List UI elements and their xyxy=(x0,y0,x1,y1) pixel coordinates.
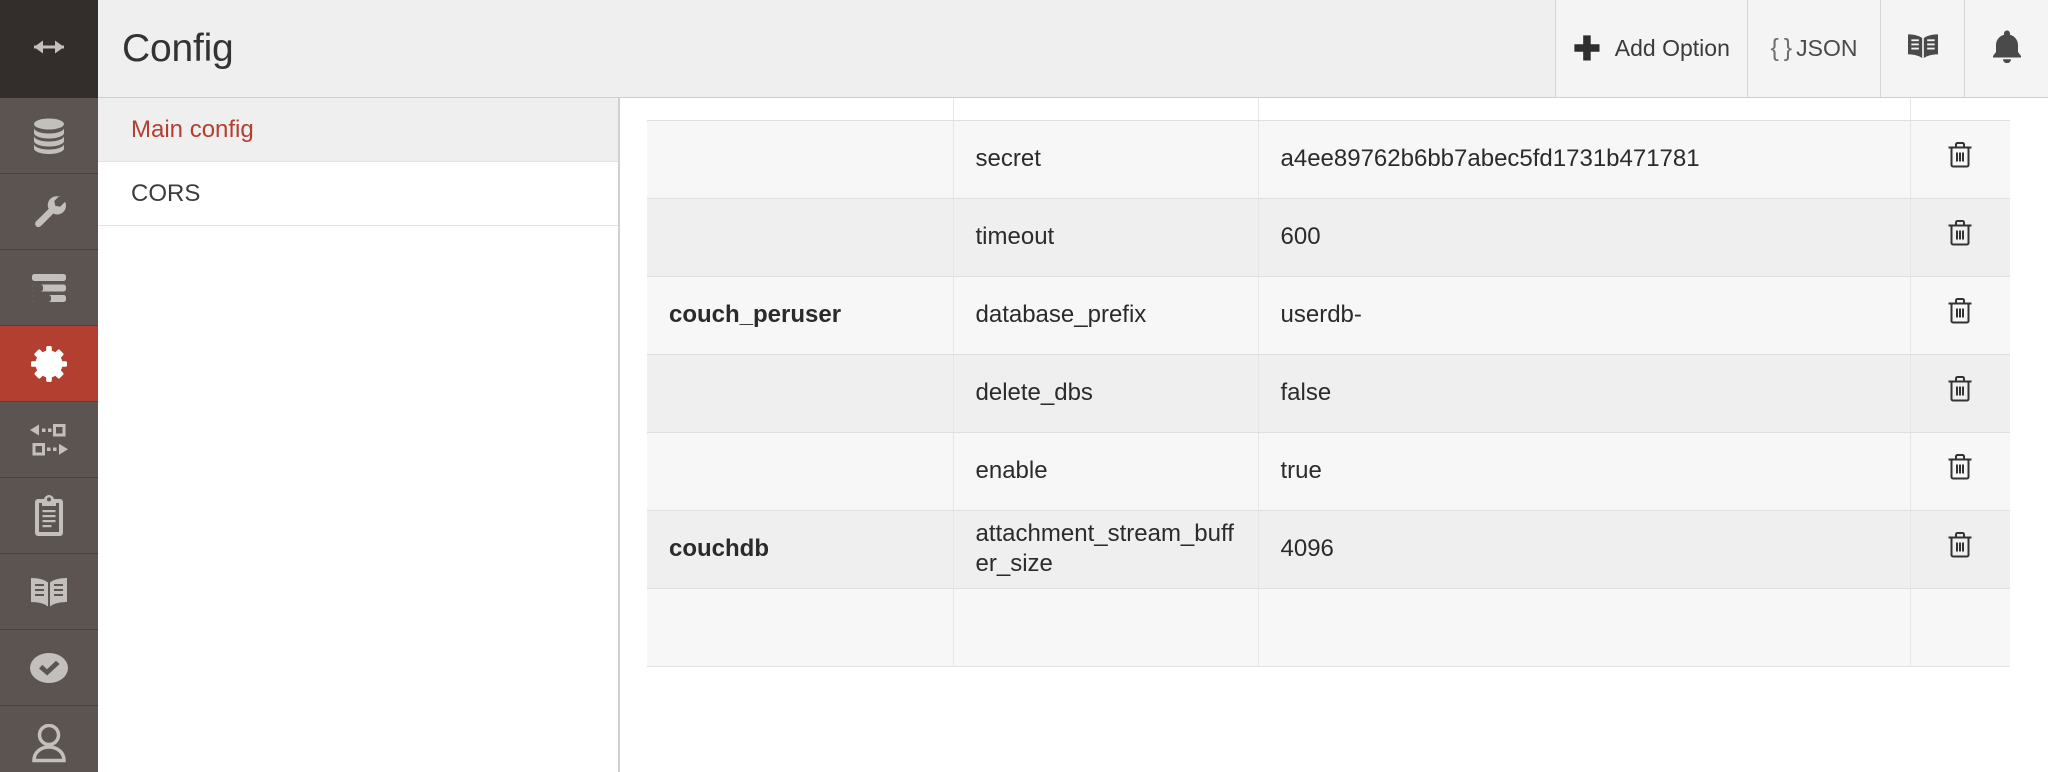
delete-cell xyxy=(1910,120,2010,199)
value-cell[interactable]: 4096 xyxy=(1258,510,1911,589)
value-cell[interactable]: userdb- xyxy=(1258,276,1911,355)
database-icon xyxy=(28,116,70,156)
expand-horizontal-icon xyxy=(25,35,73,64)
section-cell: couchdb xyxy=(647,510,954,589)
config-table: secret a4ee89762b6bb7abec5fd1731b471781 xyxy=(647,98,2010,667)
page-body: Main config CORS xyxy=(98,98,2048,772)
table-row[interactable]: couch_peruser database_prefix userdb- xyxy=(647,276,2010,355)
bell-icon xyxy=(1991,29,2023,68)
trash-icon[interactable] xyxy=(1946,530,1974,560)
json-view-button[interactable]: { } JSON xyxy=(1747,0,1880,97)
key-cell: secret xyxy=(953,120,1259,199)
clipboard-icon xyxy=(32,494,66,537)
nav-item-label: Main config xyxy=(131,115,254,143)
page-header: Config ✚ Add Option { } JSON xyxy=(98,0,2048,98)
value-cell[interactable]: true xyxy=(1258,432,1911,511)
section-cell: couch_peruser xyxy=(647,276,954,355)
table-row-partial-top xyxy=(647,98,2010,121)
nav-item-main-config[interactable]: Main config xyxy=(98,98,618,162)
sidebar-item-tasks-clipboard[interactable] xyxy=(0,478,98,554)
config-table-region: secret a4ee89762b6bb7abec5fd1731b471781 xyxy=(620,98,2048,772)
sidebar-item-replication[interactable] xyxy=(0,402,98,478)
braces-icon: { } xyxy=(1770,34,1793,62)
user-icon xyxy=(31,723,67,764)
sidebar-toggle-button[interactable] xyxy=(0,0,98,98)
table-row[interactable]: couchdb attachment_stream_buffer_size 40… xyxy=(647,510,2010,589)
sidebar-item-databases[interactable] xyxy=(0,98,98,174)
key-cell: attachment_stream_buffer_size xyxy=(953,510,1259,589)
wrench-icon xyxy=(29,192,69,232)
sidebar-item-verify[interactable] xyxy=(0,630,98,706)
table-row[interactable]: secret a4ee89762b6bb7abec5fd1731b471781 xyxy=(647,120,2010,199)
activity-icon xyxy=(28,272,70,304)
primary-icon-rail xyxy=(0,0,98,772)
sidebar-item-active-tasks[interactable] xyxy=(0,250,98,326)
trash-icon[interactable] xyxy=(1946,140,1974,170)
nav-item-cors[interactable]: CORS xyxy=(98,162,618,226)
delete-cell xyxy=(1910,198,2010,277)
replication-icon xyxy=(26,423,72,457)
value-cell[interactable]: 600 xyxy=(1258,198,1911,277)
book-icon xyxy=(1904,31,1942,66)
key-cell: database_prefix xyxy=(953,276,1259,355)
check-circle-icon xyxy=(28,650,70,686)
sidebar-item-account[interactable] xyxy=(0,706,98,772)
delete-cell xyxy=(1910,432,2010,511)
trash-icon[interactable] xyxy=(1946,452,1974,482)
section-cell xyxy=(647,432,954,511)
add-option-label: Add Option xyxy=(1614,35,1730,61)
page-title: Config xyxy=(122,26,234,70)
value-cell[interactable]: false xyxy=(1258,354,1911,433)
table-row[interactable]: enable true xyxy=(647,432,2010,511)
gear-icon xyxy=(29,344,69,384)
book-icon xyxy=(27,574,71,610)
delete-cell xyxy=(1910,510,2010,589)
notifications-button[interactable] xyxy=(1964,0,2048,97)
table-row-partial-bottom xyxy=(647,588,2010,667)
table-row[interactable]: timeout 600 xyxy=(647,198,2010,277)
key-cell: delete_dbs xyxy=(953,354,1259,433)
trash-icon[interactable] xyxy=(1946,296,1974,326)
config-nav-panel: Main config CORS xyxy=(98,98,620,772)
documentation-button[interactable] xyxy=(1880,0,1964,97)
json-label: JSON xyxy=(1796,35,1858,61)
main-area: Config ✚ Add Option { } JSON xyxy=(98,0,2048,772)
trash-icon[interactable] xyxy=(1946,218,1974,248)
value-cell[interactable]: a4ee89762b6bb7abec5fd1731b471781 xyxy=(1258,120,1911,199)
table-row[interactable]: delete_dbs false xyxy=(647,354,2010,433)
nav-item-label: CORS xyxy=(131,179,201,207)
delete-cell xyxy=(1910,354,2010,433)
section-cell xyxy=(647,120,954,199)
sidebar-item-setup[interactable] xyxy=(0,174,98,250)
config-table-scroll[interactable]: secret a4ee89762b6bb7abec5fd1731b471781 xyxy=(647,98,2010,772)
key-cell: timeout xyxy=(953,198,1259,277)
key-cell: enable xyxy=(953,432,1259,511)
delete-cell xyxy=(1910,276,2010,355)
trash-icon[interactable] xyxy=(1946,374,1974,404)
section-cell xyxy=(647,354,954,433)
sidebar-item-configuration[interactable] xyxy=(0,326,98,402)
sidebar-item-documentation[interactable] xyxy=(0,554,98,630)
plus-icon: ✚ xyxy=(1573,30,1601,67)
section-cell xyxy=(647,198,954,277)
add-option-button[interactable]: ✚ Add Option xyxy=(1555,0,1747,97)
